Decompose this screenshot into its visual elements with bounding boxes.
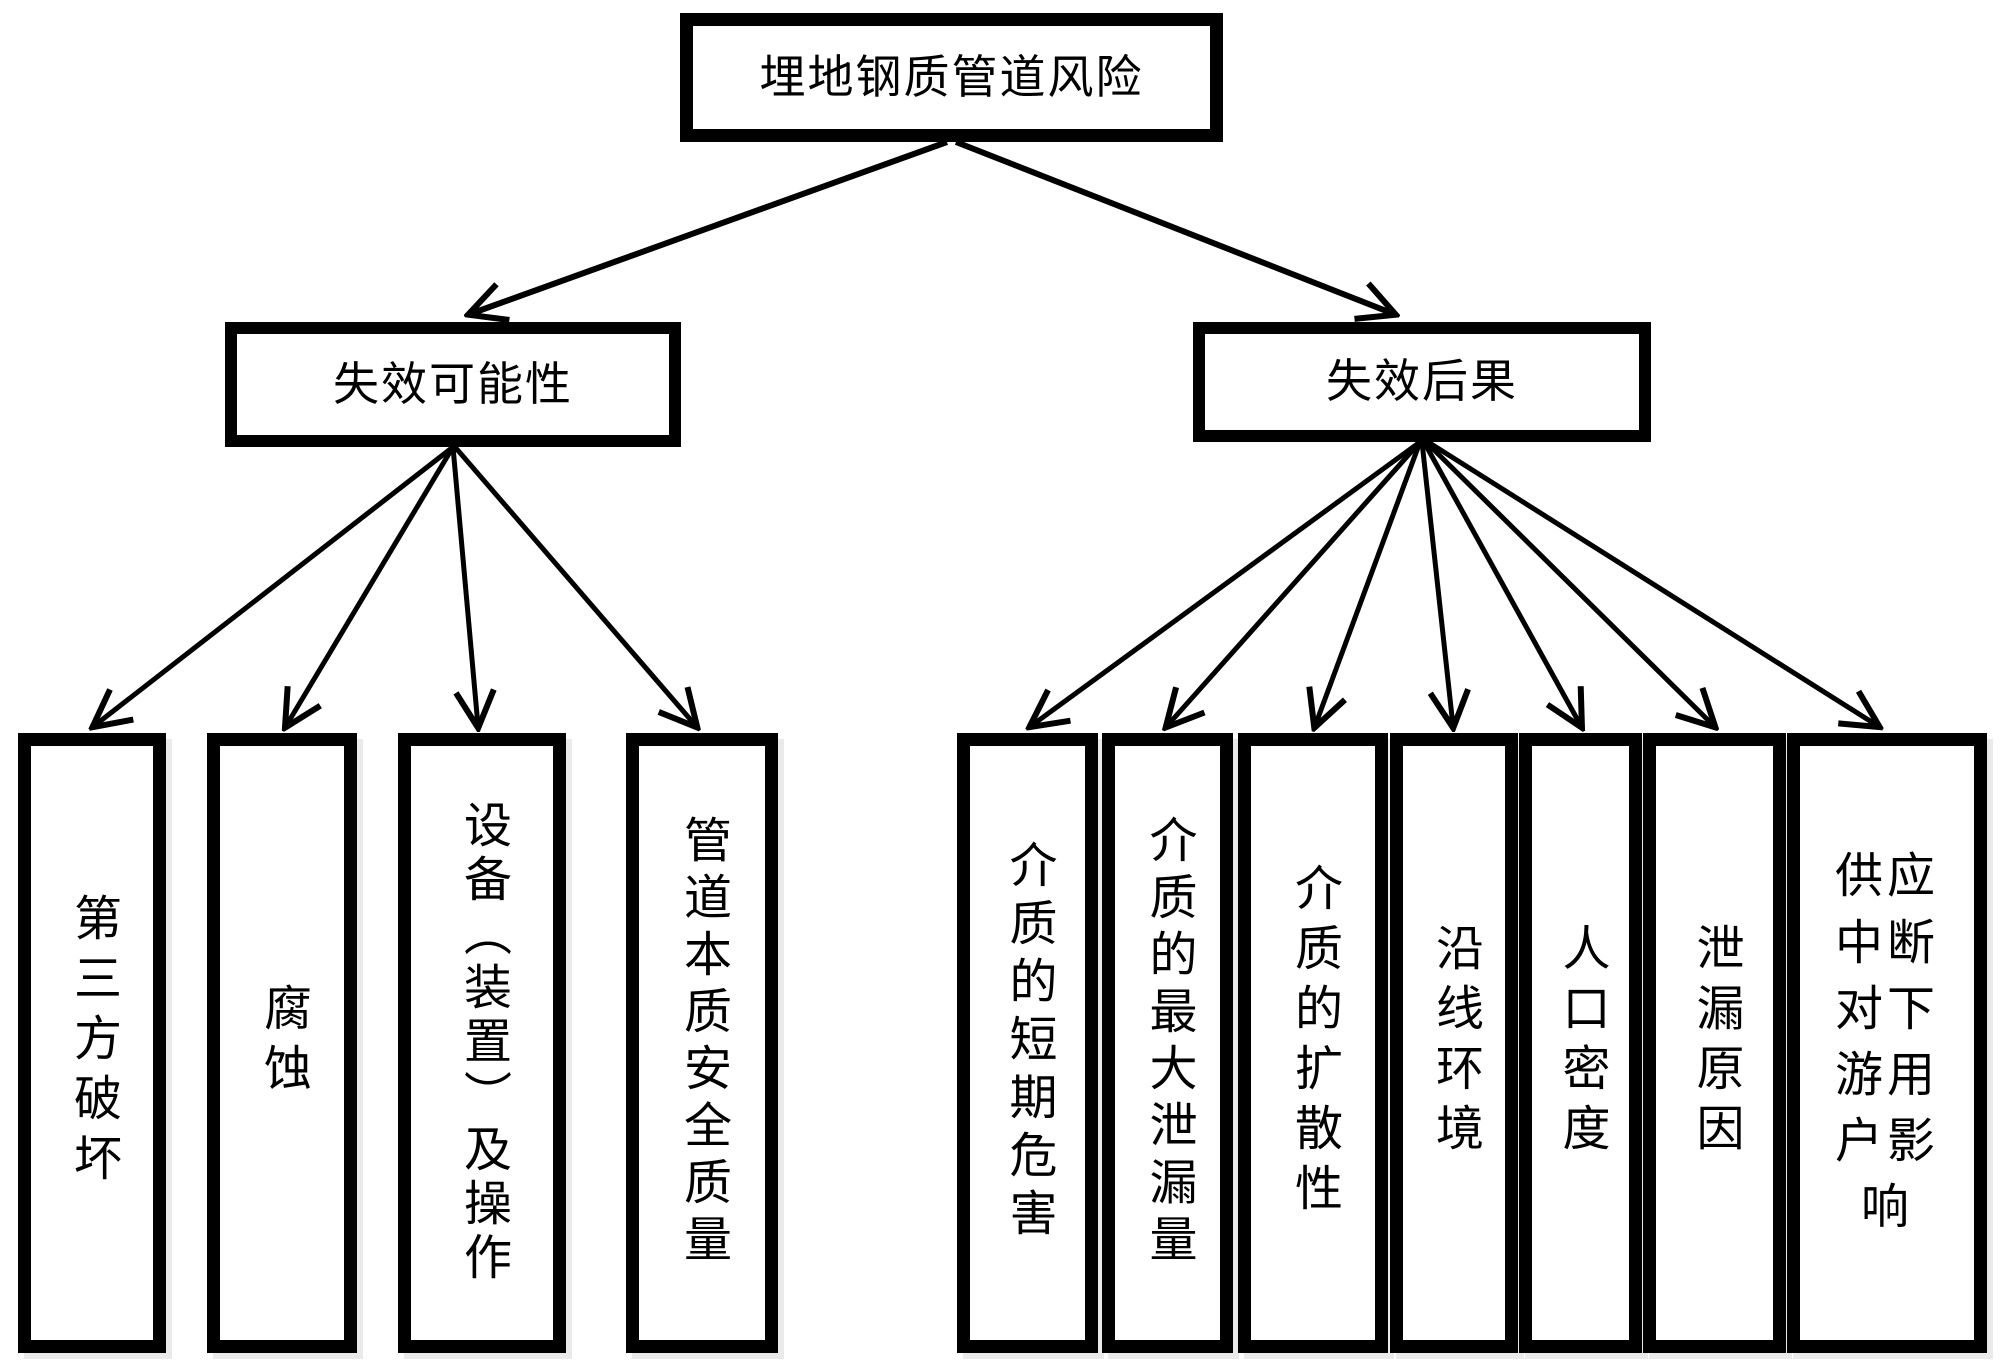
leaf-leakage-cause: 泄漏原因 (1643, 733, 1786, 1353)
branch-label-failure-probability: 失效可能性 (333, 358, 573, 410)
edge-root-to-failure-probability (470, 139, 949, 314)
leaf-label-medium-diffusivity: 介质的扩散性 (1287, 863, 1340, 1223)
branch-label-failure-consequence: 失效后果 (1326, 356, 1518, 407)
leaf-supply-interruption-downstream-impact: 供应中断对下游用户影响 (1787, 733, 1987, 1353)
leaf-population-density: 人口密度 (1519, 733, 1642, 1353)
leaf-label-equipment-operation: 设备（装置）及操作 (456, 800, 509, 1286)
edge-cons-to-environment (1419, 441, 1453, 726)
leaf-label-population-density: 人口密度 (1554, 923, 1608, 1163)
leaf-corrosion: 腐蚀 (207, 733, 357, 1353)
leaf-equipment-operation: 设备（装置）及操作 (398, 733, 566, 1353)
leaf-third-party-damage: 第三方破坏 (18, 733, 166, 1353)
leaf-pipeline-intrinsic-safety-quality: 管道本质安全质量 (626, 733, 778, 1353)
leaf-medium-diffusivity: 介质的扩散性 (1238, 733, 1388, 1353)
leaf-label-pipeline-intrinsic-safety-quality: 管道本质安全质量 (676, 815, 729, 1271)
leaf-label-environment-along-line: 沿线环境 (1428, 923, 1481, 1163)
edge-prob-to-third-party-damage (94, 445, 455, 726)
leaf-medium-short-term-hazard: 介质的短期危害 (957, 733, 1098, 1353)
leaf-label-corrosion: 腐蚀 (256, 983, 309, 1103)
root-node-label: 埋地钢质管道风险 (759, 51, 1144, 103)
branch-node-failure-consequence: 失效后果 (1193, 322, 1651, 442)
edge-cons-to-diffusivity (1315, 441, 1423, 726)
edge-root-to-failure-consequence (954, 139, 1394, 314)
leaf-label-medium-short-term-hazard: 介质的短期危害 (1001, 840, 1055, 1246)
edge-cons-to-leakage-cause (1424, 440, 1714, 726)
edge-prob-to-corrosion (286, 445, 456, 726)
leaf-label-leakage-cause: 泄漏原因 (1688, 923, 1742, 1163)
leaf-environment-along-line: 沿线环境 (1390, 733, 1518, 1353)
leaf-label-medium-max-leakage: 介质的最大泄漏量 (1141, 815, 1195, 1271)
edge-cons-to-max-leakage (1167, 440, 1422, 726)
edge-prob-to-pipeline-quality (453, 445, 696, 726)
edge-cons-to-population-density (1421, 440, 1581, 726)
edge-prob-to-equipment-operation (450, 446, 478, 726)
edge-cons-to-supply-interruption (1426, 439, 1878, 726)
root-node-pipeline-risk: 埋地钢质管道风险 (680, 13, 1223, 142)
edge-cons-to-short-term-hazard (1031, 439, 1422, 726)
leaf-label-supply-interruption-downstream-impact: 供应中断对下游用户影响 (1834, 850, 1939, 1235)
leaf-medium-max-leakage: 介质的最大泄漏量 (1102, 733, 1233, 1353)
leaf-label-third-party-damage: 第三方破坏 (66, 893, 119, 1193)
branch-node-failure-probability: 失效可能性 (225, 322, 681, 447)
